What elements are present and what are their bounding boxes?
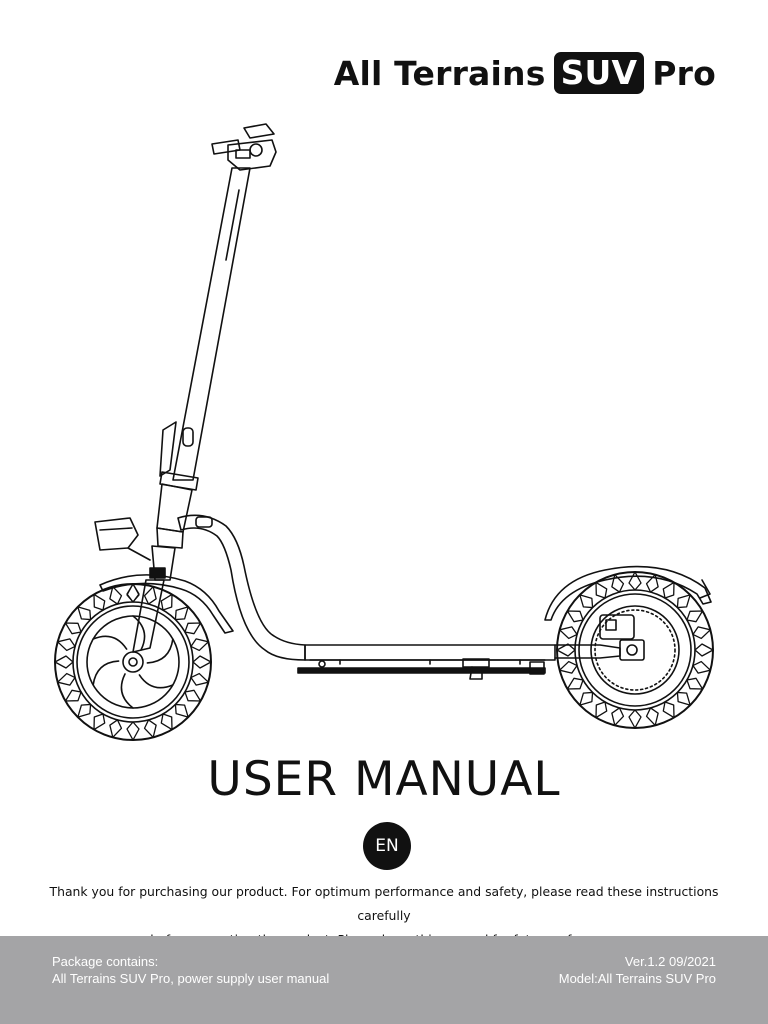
product-name-suffix: Pro bbox=[652, 53, 716, 93]
front-tread bbox=[54, 583, 212, 741]
front-wheel bbox=[54, 583, 212, 741]
deck bbox=[297, 644, 556, 680]
product-name-badge: SUV bbox=[553, 52, 645, 94]
scooter-illustration bbox=[54, 123, 714, 741]
product-name-prefix: All Terrains bbox=[333, 53, 546, 93]
model-name: Model:All Terrains SUV Pro bbox=[558, 971, 716, 986]
manual-title: USER MANUAL bbox=[207, 752, 561, 807]
frame-neck bbox=[177, 514, 306, 661]
steering-stem bbox=[132, 167, 251, 653]
rear-tread bbox=[556, 571, 714, 729]
package-info: Package contains: All Terrains SUV Pro, … bbox=[52, 953, 329, 987]
product-name: All Terrains SUV Pro bbox=[334, 52, 716, 94]
footer-bar: Package contains: All Terrains SUV Pro, … bbox=[0, 936, 768, 1024]
version-date: Ver.1.2 09/2021 bbox=[624, 954, 716, 969]
package-label: Package contains: bbox=[52, 954, 159, 969]
rear-wheel bbox=[556, 571, 714, 729]
front-rim-spokes bbox=[92, 615, 174, 709]
intro-line-1: Thank you for purchasing our product. Fo… bbox=[49, 884, 719, 923]
rear-fender bbox=[544, 565, 712, 621]
handlebar bbox=[211, 123, 277, 171]
package-contents: All Terrains SUV Pro, power supply user … bbox=[52, 971, 330, 986]
headlight bbox=[94, 517, 151, 561]
version-info: Ver.1.2 09/2021 Model:All Terrains SUV P… bbox=[559, 953, 716, 987]
language-badge: EN bbox=[363, 822, 411, 870]
